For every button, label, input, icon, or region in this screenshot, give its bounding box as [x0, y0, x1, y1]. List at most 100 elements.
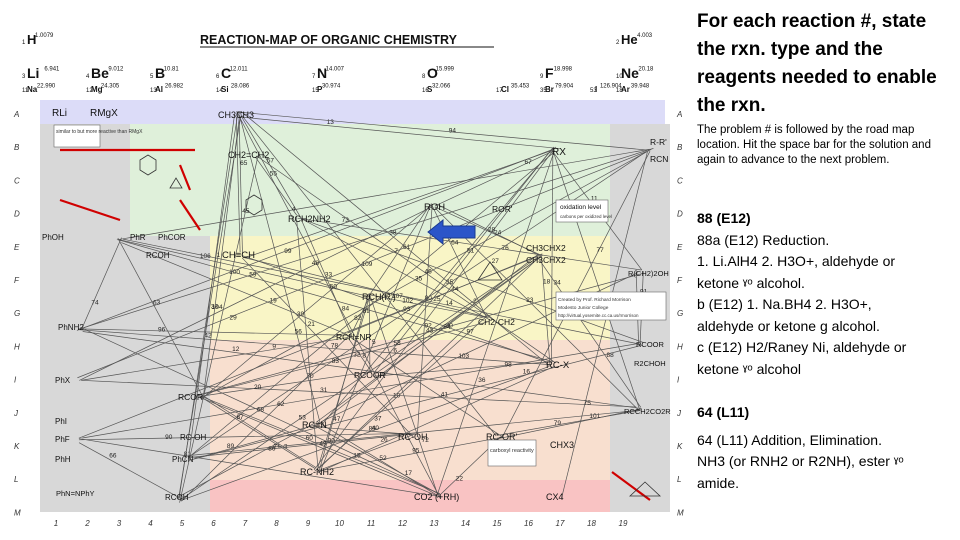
reaction-number: 23 — [526, 297, 534, 304]
reaction-number: 94 — [449, 127, 457, 134]
question-64-title: 64 (L11) — [697, 402, 904, 424]
cmpd-phnnph: PhN=NPhY — [56, 489, 95, 498]
reaction-number: 62 — [277, 401, 285, 408]
q64-line-3: amide. — [697, 473, 904, 495]
cmpd-rx: RX — [552, 147, 566, 158]
reaction-number: 9 — [272, 344, 276, 351]
row-letter-right: E — [677, 243, 683, 252]
element-cl: 17Cl35.453 — [496, 84, 530, 94]
cmpd-rcoh: RC-OH — [398, 432, 428, 442]
reaction-number: 35 — [415, 275, 423, 282]
cmpd-rc-oh-b: RC-OH — [180, 433, 206, 442]
reaction-number: 73 — [342, 217, 350, 224]
element-number: 5 — [150, 74, 154, 80]
row-letter-right: C — [677, 176, 683, 185]
reaction-number: 51 — [467, 247, 475, 254]
element-number: 7 — [312, 74, 316, 80]
element-number: 1 — [22, 40, 26, 46]
element-symbol: I — [595, 85, 597, 94]
reaction-number: 27 — [492, 258, 500, 265]
element-number: 9 — [540, 74, 544, 80]
column-number: 3 — [117, 519, 122, 528]
reaction-number: 78 — [331, 343, 339, 350]
reaction-number: 103 — [458, 353, 469, 360]
row-letter: E — [14, 243, 20, 252]
element-n: 7N14.007 — [312, 65, 345, 81]
reaction-number: 97 — [467, 329, 475, 336]
cmpd-rcch2co2r: RCCH2CO2R — [624, 407, 671, 416]
element-al: 13Al26.982 — [150, 84, 184, 94]
element-mass: 35.453 — [511, 84, 530, 90]
reaction-number: 104 — [212, 304, 223, 311]
reaction-number: 77 — [597, 247, 605, 254]
element-mass: 6.941 — [44, 66, 60, 72]
cmpd-rmgx: RMgX — [90, 108, 118, 119]
element-symbol: Ar — [621, 85, 630, 94]
column-number: 1 — [54, 519, 58, 528]
credit-line-1: Created by Prof. Richard Morrison — [558, 297, 631, 303]
column-number: 7 — [243, 519, 248, 528]
row-letter-right: J — [676, 409, 682, 418]
cmpd-phcor: PhCOR — [158, 233, 186, 242]
element-symbol: Cl — [501, 85, 509, 94]
element-symbol: Be — [91, 65, 109, 81]
reaction-number: 4 — [292, 206, 296, 213]
element-mass: 20.18 — [638, 66, 654, 72]
row-letter: G — [14, 309, 20, 318]
column-number: 10 — [335, 519, 344, 528]
column-number: 5 — [180, 519, 185, 528]
cmpd-ch3chx2-b: CH3CHX2 — [526, 255, 566, 265]
element-number: 4 — [86, 74, 90, 80]
element-mass: 26.982 — [165, 84, 184, 90]
element-mass: 39.948 — [631, 84, 650, 90]
cmpd-rcnh2: RC-NH2 — [300, 467, 334, 477]
cmpd-chx3: CHX3 — [550, 440, 574, 450]
element-symbol: Li — [27, 65, 39, 81]
reaction-number: 48 — [312, 260, 320, 267]
cmpd-rcx: RC-X — [546, 360, 570, 371]
q88-line-2: 1. Li.AlH4 2. H3O+, aldehyde or — [697, 251, 906, 273]
reaction-number: 96 — [158, 327, 166, 334]
row-letter-right: B — [677, 143, 683, 152]
reaction-number: 60 — [306, 435, 314, 442]
element-mass: 79.904 — [555, 84, 574, 90]
column-number: 18 — [587, 519, 596, 528]
row-letter-right: I — [677, 376, 680, 385]
element-mass: 4.003 — [637, 33, 653, 39]
element-number: 6 — [216, 74, 220, 80]
q88-line-5: aldehyde or ketone g alcohol. — [697, 316, 906, 338]
reaction-number: 61 — [403, 244, 411, 251]
reaction-number: 40 — [372, 425, 380, 432]
reaction-number: 10 — [393, 393, 401, 400]
element-number: 8 — [422, 74, 426, 80]
column-number: 6 — [211, 519, 216, 528]
reaction-number: 21 — [308, 321, 316, 328]
reaction-number: 37 — [374, 415, 382, 422]
reaction-number: 90 — [165, 434, 173, 441]
column-number: 8 — [274, 519, 279, 528]
cmpd-chch: CH≡CH — [222, 250, 255, 261]
cmpd-r2choh: R2CHOH — [634, 359, 666, 368]
credit-line-2: Modesto Junior College — [558, 305, 609, 311]
column-number: 2 — [84, 519, 90, 528]
element-mass: 22.990 — [37, 84, 56, 90]
row-letter-right: G — [677, 309, 683, 318]
row-letter-right: M — [677, 508, 684, 517]
cmpd-ch3ch3: CH3CH3 — [218, 110, 254, 120]
row-letter: A — [13, 110, 19, 119]
element-h: 1H1.0079 — [22, 32, 54, 47]
cmpd-phr: PhR — [130, 233, 146, 242]
row-letter: K — [14, 442, 20, 451]
element-p: 15P30.974 — [312, 84, 341, 94]
reaction-number: 86 — [268, 445, 276, 452]
oxidation-sub: carbons per oxidized level — [560, 214, 612, 219]
q64-line-1: 64 (L11) Addition, Elimination. — [697, 430, 904, 452]
cmpd-ch3chx2: CH3CHX2 — [526, 243, 566, 253]
element-mass: 32.066 — [432, 84, 451, 90]
row-letter: J — [13, 409, 19, 418]
column-number: 19 — [619, 519, 628, 528]
